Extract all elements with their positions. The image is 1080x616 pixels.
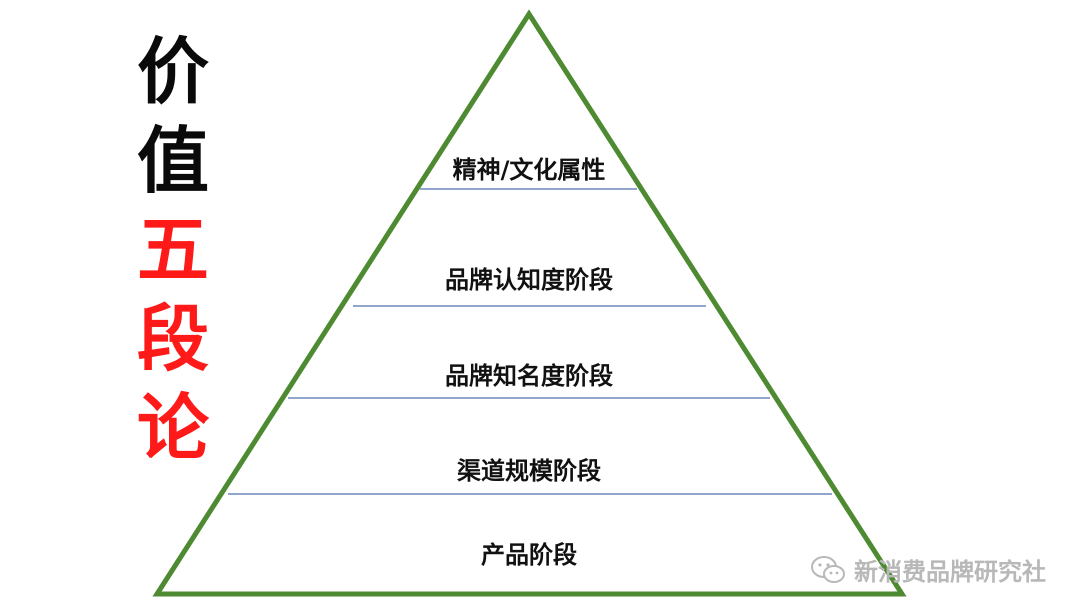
tier-label: 渠道规模阶段 bbox=[457, 457, 601, 485]
tier-label: 精神/文化属性 bbox=[453, 156, 606, 184]
tier-label: 产品阶段 bbox=[481, 541, 577, 569]
tier-label: 品牌认知度阶段 bbox=[445, 266, 613, 294]
title-char: 值 bbox=[136, 119, 209, 203]
watermark-text: 新消费品牌研究社 bbox=[854, 558, 1046, 586]
tier-label: 品牌知名度阶段 bbox=[445, 362, 613, 390]
pyramid-outline bbox=[152, 9, 907, 597]
title-char: 五 bbox=[136, 208, 209, 292]
title-char: 段 bbox=[136, 297, 209, 381]
title-char: 价 bbox=[136, 30, 209, 114]
wechat-icon bbox=[811, 555, 845, 583]
vertical-title: 价 值 五 段 论 bbox=[133, 28, 213, 473]
title-char: 论 bbox=[136, 386, 209, 470]
watermark: 新消费品牌研究社 bbox=[810, 552, 1046, 587]
